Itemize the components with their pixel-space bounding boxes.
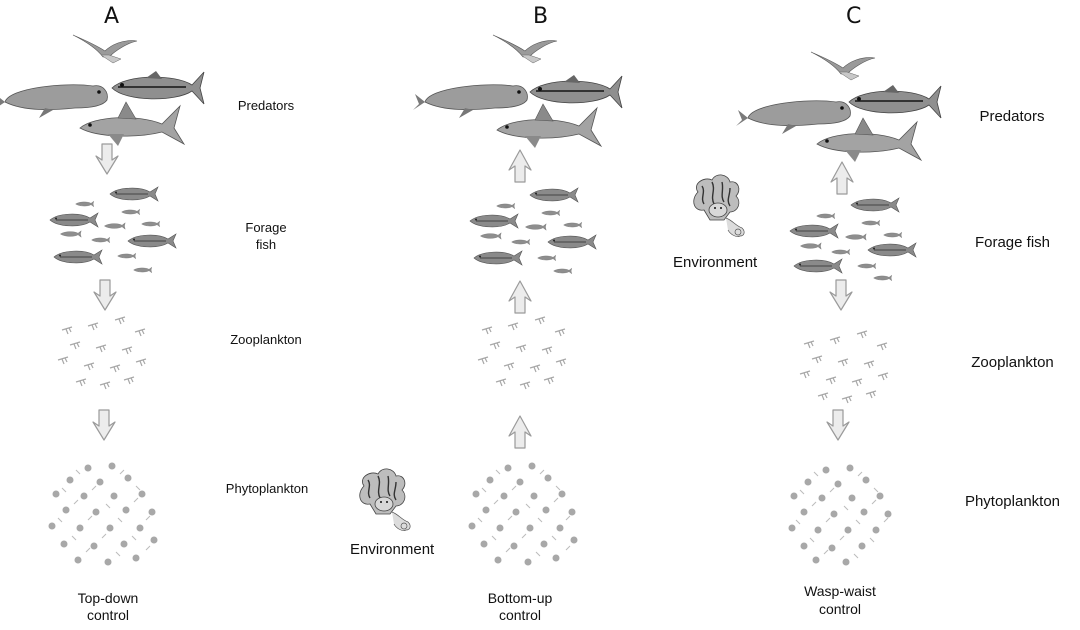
panel-b-caption-line2: control <box>498 607 542 623</box>
panel-c-label-predators: Predators <box>979 108 1045 125</box>
panel-letter-a: A <box>104 4 120 29</box>
panel-c-caption-line1: Wasp-waist <box>804 583 876 599</box>
panel-c-environment-label: Environment <box>673 254 758 271</box>
panel-a-caption-line2: control <box>86 607 130 623</box>
panel-a-label-zooplankton: Zooplankton <box>230 332 302 347</box>
panel-b-environment-label: Environment <box>350 541 435 558</box>
panel-c-artwork <box>693 51 942 566</box>
panel-b-caption-line1: Bottom-up <box>487 590 553 606</box>
panel-a-artwork <box>0 34 205 566</box>
panel-c-label-forage: Forage fish <box>974 234 1051 251</box>
panel-c-label-zooplankton: Zooplankton <box>971 354 1054 371</box>
panel-c-label-phytoplankton: Phytoplankton <box>964 493 1061 510</box>
panel-a-label-phytoplankton: Phytoplankton <box>225 481 309 496</box>
panel-a-label-predators: Predators <box>237 98 295 113</box>
panel-b-artwork <box>359 34 623 566</box>
panel-a-label-forage-line1: Forage <box>245 220 287 235</box>
panel-a-caption-line1: Top-down <box>77 590 139 606</box>
panel-letter-c: C <box>846 4 862 29</box>
panel-c-caption-line2: control <box>818 601 862 617</box>
panel-a-label-forage-line2: fish <box>255 237 277 252</box>
panel-letter-b: B <box>533 4 549 29</box>
